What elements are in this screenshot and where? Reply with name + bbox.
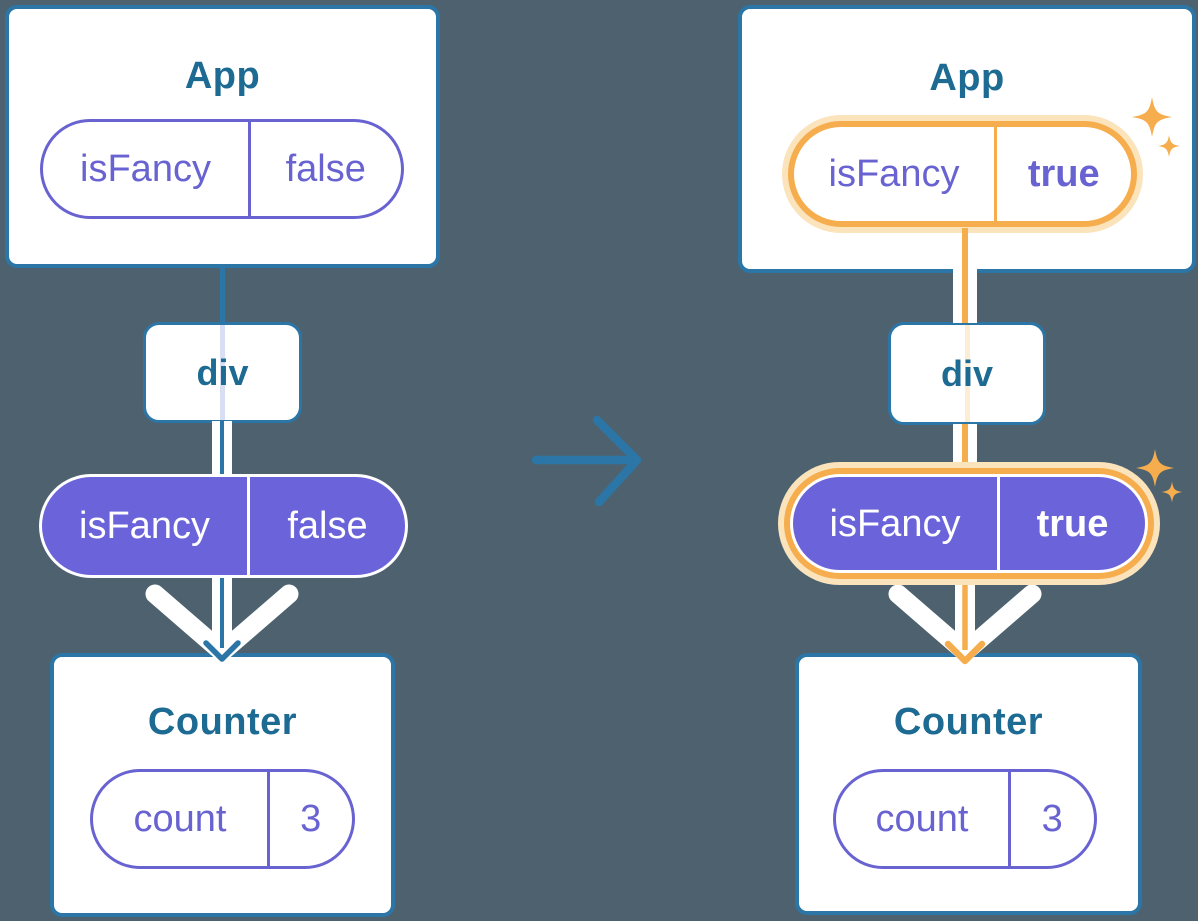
state-value: 3: [300, 798, 322, 840]
arrow-chevron-white: [145, 584, 299, 662]
state-value: 3: [1041, 798, 1063, 840]
sparkle-small: [1161, 481, 1183, 503]
edge-app-to-div-before: [219, 268, 225, 324]
pill-divider: [994, 127, 997, 221]
component-title: Counter: [147, 701, 298, 743]
pill-divider: [247, 477, 250, 575]
state-name: count: [133, 798, 227, 840]
prop-value: false: [285, 148, 366, 190]
component-title: App: [929, 57, 1005, 99]
arrow-chevron-white: [888, 584, 1042, 662]
prop-name: isFancy: [79, 505, 210, 547]
sparkle-icon: [1132, 97, 1180, 157]
prop-value: false: [287, 505, 368, 547]
arrow-tip: [944, 640, 986, 665]
edge-trace-through-div: [964, 325, 970, 422]
prop-value: true: [1027, 153, 1100, 195]
div-label: div: [196, 351, 249, 393]
prop-flow-shaft-after-2: [953, 424, 977, 468]
pill-divider: [248, 122, 251, 216]
div-card-before: div: [143, 322, 302, 423]
div-card-after: div: [888, 322, 1046, 425]
counter-card-after: Counter count 3: [795, 653, 1142, 915]
counter-card-before: Counter count 3: [50, 653, 395, 917]
passed-prop-pill-after: isFancy true: [793, 477, 1145, 570]
prop-arrow-before: [145, 566, 299, 662]
prop-name: isFancy: [829, 502, 961, 545]
app-card-before: App isFancy false: [5, 5, 440, 268]
prop-value: true: [1036, 502, 1109, 545]
pill-divider: [1008, 772, 1011, 866]
component-title: Counter: [893, 701, 1044, 743]
state-pill-after: count 3: [833, 769, 1097, 869]
edge-prop-to-card-bottom-after: [962, 228, 968, 273]
transition-arrow-icon: [531, 415, 642, 507]
prop-pill-after: isFancy true: [788, 121, 1137, 227]
sparkle-large: [1136, 449, 1174, 487]
component-title: App: [184, 55, 261, 97]
prop-pill-before: isFancy false: [40, 119, 404, 219]
pill-divider: [267, 772, 270, 866]
state-pill-before: count 3: [90, 769, 355, 869]
prop-name: isFancy: [828, 153, 960, 195]
edge-trace-through-div: [220, 325, 225, 420]
div-label: div: [940, 352, 993, 394]
prop-flow-shaft-after-1: [953, 269, 977, 323]
sparkle-small: [1158, 135, 1180, 157]
pill-divider: [997, 477, 1000, 570]
prop-flow-shaft-before: [212, 421, 232, 479]
sparkle-large: [1132, 97, 1172, 137]
arrow-tip: [203, 640, 241, 662]
sparkle-icon: [1136, 449, 1183, 503]
passed-prop-pill-before: isFancy false: [42, 477, 405, 575]
prop-arrow-after: [888, 566, 1042, 665]
state-name: count: [875, 798, 969, 840]
prop-name: isFancy: [80, 148, 211, 190]
